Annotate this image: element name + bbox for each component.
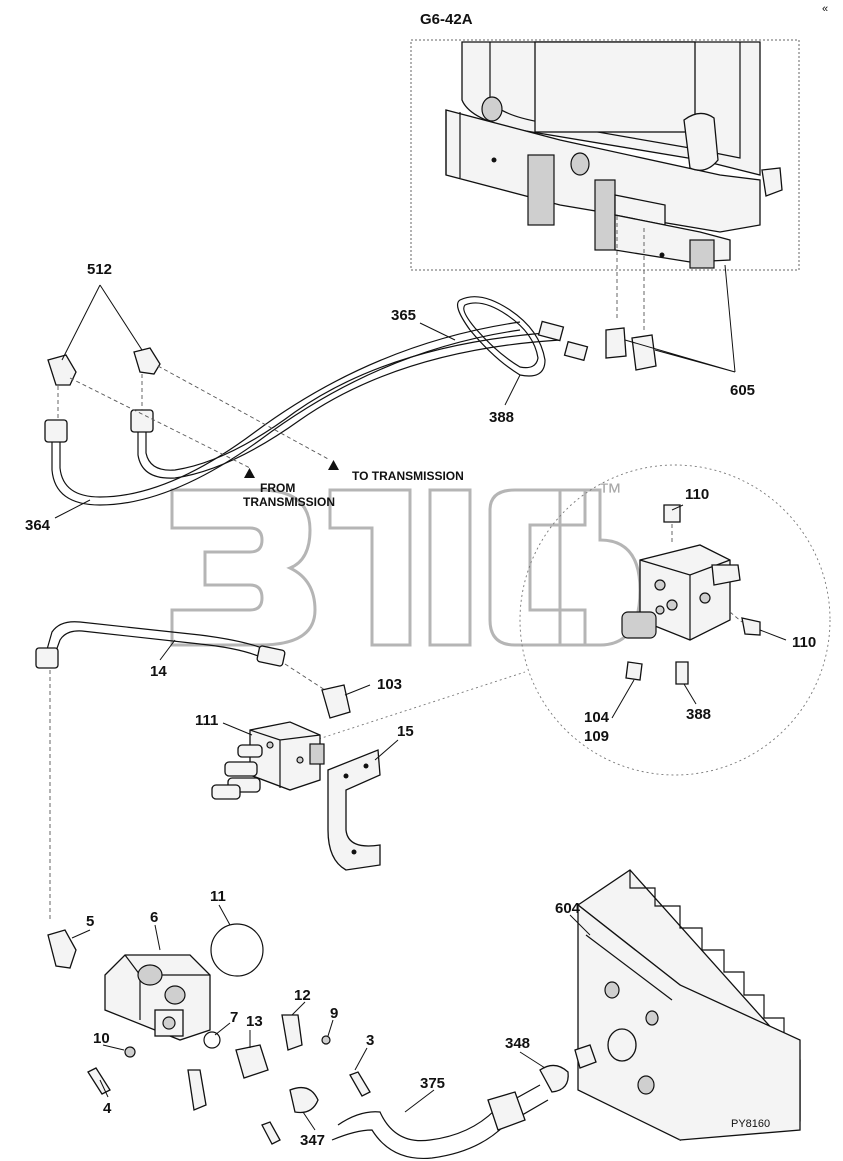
callout-14: 14 — [150, 663, 167, 680]
clamp-12 — [281, 1014, 303, 1051]
pump-6 — [104, 954, 211, 1041]
callout-10: 10 — [93, 1030, 110, 1047]
callout-103: 103 — [377, 676, 402, 693]
inset-radiator-view — [410, 39, 800, 271]
callout-4: 4 — [103, 1100, 112, 1117]
leader-lines — [54, 264, 787, 1131]
fitting-103 — [321, 684, 351, 719]
callout-110-right: 110 — [792, 634, 816, 651]
callout-375: 375 — [420, 1075, 445, 1092]
callout-9: 9 — [330, 1005, 338, 1022]
view-label: G6-42A — [420, 11, 473, 28]
callout-111: 111 — [195, 712, 218, 729]
o-ring-11 — [210, 923, 264, 977]
callout-388-right: 388 — [686, 706, 711, 723]
hose-14 — [35, 621, 326, 920]
callout-6: 6 — [150, 909, 158, 926]
callout-605: 605 — [730, 382, 755, 399]
callout-3: 3 — [366, 1032, 374, 1049]
hose-assembly — [44, 215, 657, 506]
to-transmission-label: TO TRANSMISSION — [352, 469, 464, 483]
callout-110-top: 110 — [685, 486, 709, 503]
callout-347: 347 — [300, 1132, 325, 1149]
to-arrow-marker — [328, 460, 339, 470]
from-arrow-marker — [244, 468, 255, 478]
callout-12: 12 — [294, 987, 311, 1004]
clamp-347 — [289, 1086, 319, 1114]
callout-13: 13 — [246, 1013, 263, 1030]
bolt-lower — [261, 1121, 281, 1145]
callout-388-top: 388 — [489, 409, 514, 426]
clamp-348 — [539, 1064, 569, 1093]
bolt-3 — [349, 1071, 371, 1097]
from-label-line1: FROM — [260, 481, 295, 495]
valve-detail-circle — [519, 464, 831, 776]
callout-604: 604 — [555, 900, 581, 917]
callout-109: 109 — [584, 728, 609, 745]
trademark-mark: ™ — [598, 479, 622, 506]
callout-348: 348 — [505, 1035, 530, 1052]
washer-10 — [124, 1046, 136, 1058]
corner-glyph: « — [822, 3, 828, 15]
callout-11: 11 — [210, 888, 226, 905]
o-ring-7 — [203, 1031, 221, 1049]
callout-5: 5 — [86, 913, 94, 930]
callout-104: 104 — [584, 709, 610, 726]
callout-364: 364 — [25, 517, 51, 534]
bracket-15 — [327, 749, 381, 871]
washer-9 — [321, 1035, 331, 1045]
elbow-5 — [47, 929, 77, 969]
callout-15: 15 — [397, 723, 414, 740]
figure-code: PY8160 — [731, 1118, 770, 1130]
callout-7: 7 — [230, 1009, 238, 1026]
callout-512: 512 — [87, 261, 112, 278]
clamp-half — [187, 1069, 207, 1111]
bolt-4 — [87, 1067, 111, 1095]
callout-365: 365 — [391, 307, 416, 324]
hydraulic-tank-604 — [574, 869, 801, 1142]
valve-111 — [211, 721, 325, 800]
fitting-13 — [235, 1044, 269, 1079]
from-label-line2: TRANSMISSION — [243, 495, 335, 509]
hose-375 — [331, 1084, 549, 1160]
